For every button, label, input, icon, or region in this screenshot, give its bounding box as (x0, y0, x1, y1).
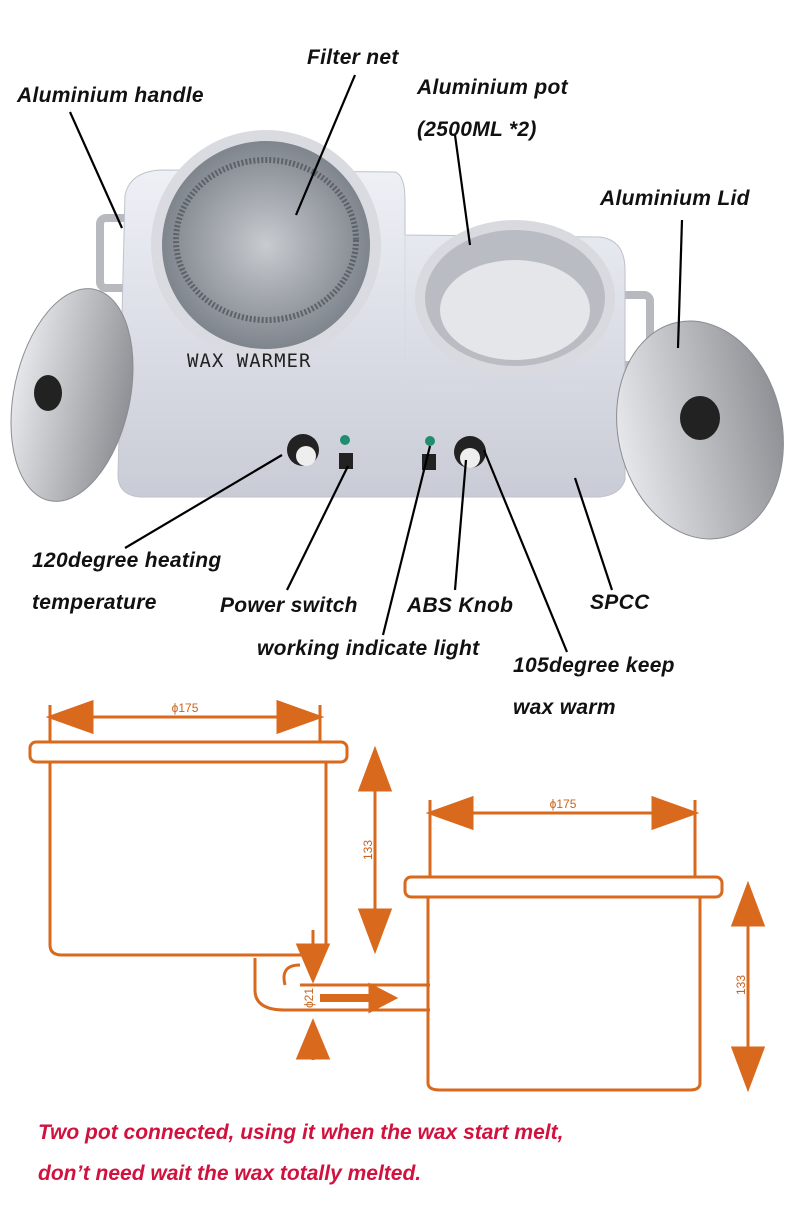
label-keep-warm: 105degree keep (513, 654, 675, 677)
caption-line-2: don’t need wait the wax totally melted. (38, 1162, 422, 1185)
aluminium-lid (10, 288, 784, 540)
label-pot-capacity: (2500ML *2) (417, 118, 537, 141)
pot-height-right: 133 (734, 975, 748, 995)
panel-text: WAX WARMER (187, 350, 312, 372)
label-heating-temperature-2: temperature (32, 591, 157, 614)
dimension-arrows (45, 699, 766, 1093)
pot-diameter-right: ϕ175 (550, 797, 577, 811)
caption-line-1: Two pot connected, using it when the wax… (38, 1121, 564, 1144)
label-abs-knob: ABS Knob (407, 594, 514, 617)
label-aluminium-pot: Aluminium pot (417, 76, 568, 99)
label-power-switch: Power switch (220, 594, 358, 617)
label-keep-warm-2: wax warm (513, 696, 616, 719)
label-aluminium-lid: Aluminium Lid (600, 187, 750, 210)
aluminium-pot (415, 220, 615, 376)
label-filter-net: Filter net (307, 46, 399, 69)
label-heating-temperature: 120degree heating (32, 549, 222, 572)
filter-net (151, 130, 381, 360)
label-indicate-light: working indicate light (257, 637, 480, 660)
pipe-diameter: ϕ21 (302, 988, 316, 1008)
pot-diameter-left: ϕ175 (172, 701, 199, 715)
pot-height-left: 133 (361, 840, 375, 860)
label-spcc: SPCC (590, 591, 650, 614)
label-aluminium-handle: Aluminium handle (17, 84, 204, 107)
leader-lines (68, 74, 684, 653)
